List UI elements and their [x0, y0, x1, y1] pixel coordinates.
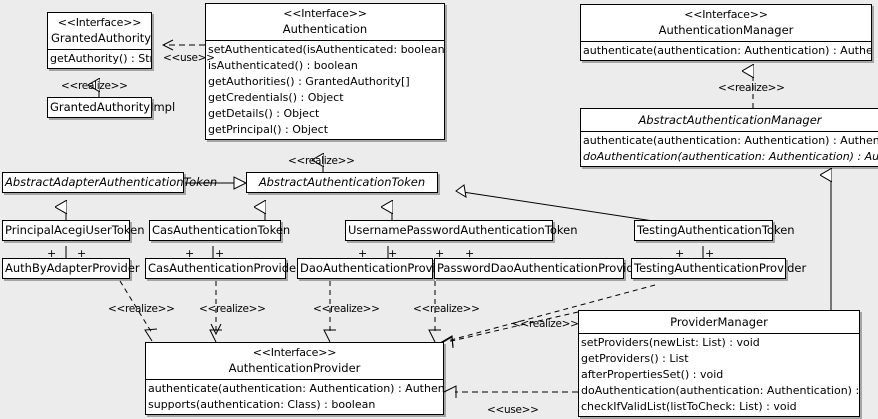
- class-name-label: AbstractAdapterAuthenticationToken: [5, 175, 218, 189]
- class-member: setAuthenticated(isAuthenticated: boolea…: [208, 43, 444, 56]
- class-member: getDetails() : Object: [208, 107, 320, 120]
- class-auth-by-adapter-provider[interactable]: AuthByAdapterProvider: [2, 258, 140, 279]
- class-name-label: AbstractAuthenticationToken: [258, 175, 426, 189]
- class-member: setProviders(newList: List) : void: [581, 336, 760, 349]
- class-member: afterPropertiesSet() : void: [581, 368, 724, 381]
- association-marker-plus: +: [77, 247, 87, 260]
- class-dao-authentication-provider[interactable]: DaoAuthenticationProvider: [297, 258, 455, 279]
- edge-label-realize-cas-provider: <<realize>>: [199, 303, 266, 315]
- class-name-label: AuthenticationProvider: [228, 361, 361, 375]
- class-name-label: AuthByAdapterProvider: [5, 261, 140, 275]
- class-header: AbstractAuthenticationManager: [581, 109, 878, 131]
- association-marker-plus: +: [47, 247, 57, 260]
- class-member: getAuthority() : String: [50, 52, 151, 65]
- edge-generalize-testing-token: [455, 184, 661, 223]
- class-header: <<Interface>> AuthenticationManager: [581, 5, 871, 41]
- edge-label-realize-dao-provider: <<realize>>: [313, 303, 380, 315]
- class-member: authenticate(authentication: Authenticat…: [583, 44, 871, 57]
- class-header: <<Interface>> AuthenticationProvider: [146, 343, 443, 379]
- class-name-label: PasswordDaoAuthenticationProvider: [437, 261, 646, 275]
- class-header: <<Interface>> Authentication: [206, 4, 444, 40]
- class-authentication-manager[interactable]: <<Interface>> AuthenticationManager auth…: [580, 4, 872, 61]
- members-compartment: setProviders(newList: List) : void getPr…: [579, 333, 859, 416]
- class-cas-authentication-token[interactable]: CasAuthenticationToken: [149, 220, 291, 241]
- members-compartment: setAuthenticated(isAuthenticated: boolea…: [206, 40, 444, 139]
- class-name-label: UsernamePasswordAuthenticationToken: [348, 223, 578, 237]
- class-name-label: TestingAuthenticationProvider: [634, 261, 807, 275]
- class-cas-authentication-provider[interactable]: CasAuthenticationProvider: [145, 258, 301, 279]
- association-marker-plus: +: [358, 247, 368, 260]
- edge-label-use-provider-manager: <<use>>: [487, 404, 539, 416]
- members-compartment: authenticate(authentication: Authenticat…: [581, 41, 871, 60]
- class-abstract-authentication-manager[interactable]: AbstractAuthenticationManager authentica…: [580, 108, 878, 167]
- class-principal-acegi-user-token[interactable]: PrincipalAcegiUserToken: [2, 220, 145, 241]
- class-member: doAuthentication(authentication: Authent…: [583, 150, 878, 163]
- class-name-label: DaoAuthenticationProvider: [300, 261, 455, 275]
- class-member: authenticate(authentication: Authenticat…: [583, 134, 878, 147]
- edge-label-realize-abstract-authentication-token: <<realize>>: [288, 155, 355, 167]
- class-name-label: TestingAuthenticationToken: [637, 223, 795, 237]
- edge-label-realize-provider-manager: <<realize>>: [512, 318, 579, 330]
- class-member: getCredentials() : Object: [208, 91, 344, 104]
- class-member: getPrincipal() : Object: [208, 123, 329, 136]
- class-name-label: AbstractAuthenticationManager: [638, 113, 822, 127]
- stereotype-label: <<Interface>>: [684, 8, 768, 21]
- class-name-label: Authentication: [282, 22, 368, 36]
- stereotype-label: <<Interface>>: [252, 346, 337, 359]
- members-compartment: authenticate(authentication: Authenticat…: [146, 379, 443, 414]
- edge-label-realize-abstract-authentication-manager: <<realize>>: [718, 82, 785, 94]
- association-marker-plus: +: [185, 247, 195, 260]
- class-name-label: CasAuthenticationProvider: [148, 261, 301, 275]
- class-name-label: AuthenticationManager: [658, 23, 794, 37]
- class-granted-authority-impl[interactable]: GrantedAuthorityImpl: [47, 97, 176, 118]
- association-marker-plus: +: [435, 247, 445, 260]
- edge-label-use-granted-authority: <<use>>: [163, 52, 215, 64]
- members-compartment: getAuthority() : String: [48, 49, 151, 68]
- class-member: isAuthenticated() : boolean: [208, 59, 358, 72]
- edge-label-realize-password-dao-provider: <<realize>>: [413, 303, 480, 315]
- class-name-label: CasAuthenticationToken: [152, 223, 291, 237]
- class-username-password-authentication-token[interactable]: UsernamePasswordAuthenticationToken: [345, 220, 578, 241]
- class-member: supports(authentication: Class) : boolea…: [148, 398, 376, 411]
- association-marker-plus: +: [388, 247, 398, 260]
- class-granted-authority[interactable]: <<Interface>> GrantedAuthority getAuthor…: [47, 12, 152, 69]
- class-testing-authentication-token[interactable]: TestingAuthenticationToken: [634, 220, 795, 241]
- class-testing-authentication-provider[interactable]: TestingAuthenticationProvider: [631, 258, 807, 279]
- class-header: <<Interface>> GrantedAuthority: [48, 13, 151, 49]
- edge-label-realize-auth-by-adapter: <<realize>>: [108, 303, 175, 315]
- association-marker-plus: +: [705, 247, 715, 260]
- class-member: authenticate(authentication: Authenticat…: [148, 382, 443, 395]
- class-header: ProviderManager: [579, 311, 859, 333]
- stereotype-label: <<Interface>>: [57, 16, 142, 29]
- class-password-dao-authentication-provider[interactable]: PasswordDaoAuthenticationProvider: [434, 258, 646, 279]
- class-name-label: ProviderManager: [670, 315, 768, 329]
- class-member: doAuthentication(authentication: Authent…: [581, 384, 859, 397]
- stereotype-label: <<Interface>>: [283, 7, 367, 20]
- edge-use-provider-manager: [443, 385, 578, 398]
- association-marker-plus: +: [675, 247, 685, 260]
- association-marker-plus: +: [215, 247, 225, 260]
- class-name-label: GrantedAuthorityImpl: [50, 100, 176, 114]
- class-member: getProviders() : List: [581, 352, 689, 365]
- edge-label-realize-granted-authority-impl: <<realize>>: [61, 80, 128, 92]
- members-compartment: authenticate(authentication: Authenticat…: [581, 131, 878, 166]
- class-authentication[interactable]: <<Interface>> Authentication setAuthenti…: [205, 3, 445, 140]
- class-abstract-adapter-authentication-token[interactable]: AbstractAdapterAuthenticationToken: [2, 172, 218, 193]
- class-member: getAuthorities() : GrantedAuthority[]: [208, 75, 410, 88]
- association-marker-plus: +: [465, 247, 475, 260]
- class-name-label: GrantedAuthority: [51, 31, 152, 45]
- class-provider-manager[interactable]: ProviderManager setProviders(newList: Li…: [578, 310, 860, 417]
- class-abstract-authentication-token[interactable]: AbstractAuthenticationToken: [246, 172, 438, 193]
- class-authentication-provider[interactable]: <<Interface>> AuthenticationProvider aut…: [145, 342, 444, 415]
- class-member: checkIfValidList(listToCheck: List) : vo…: [581, 400, 797, 413]
- class-name-label: PrincipalAcegiUserToken: [5, 223, 145, 237]
